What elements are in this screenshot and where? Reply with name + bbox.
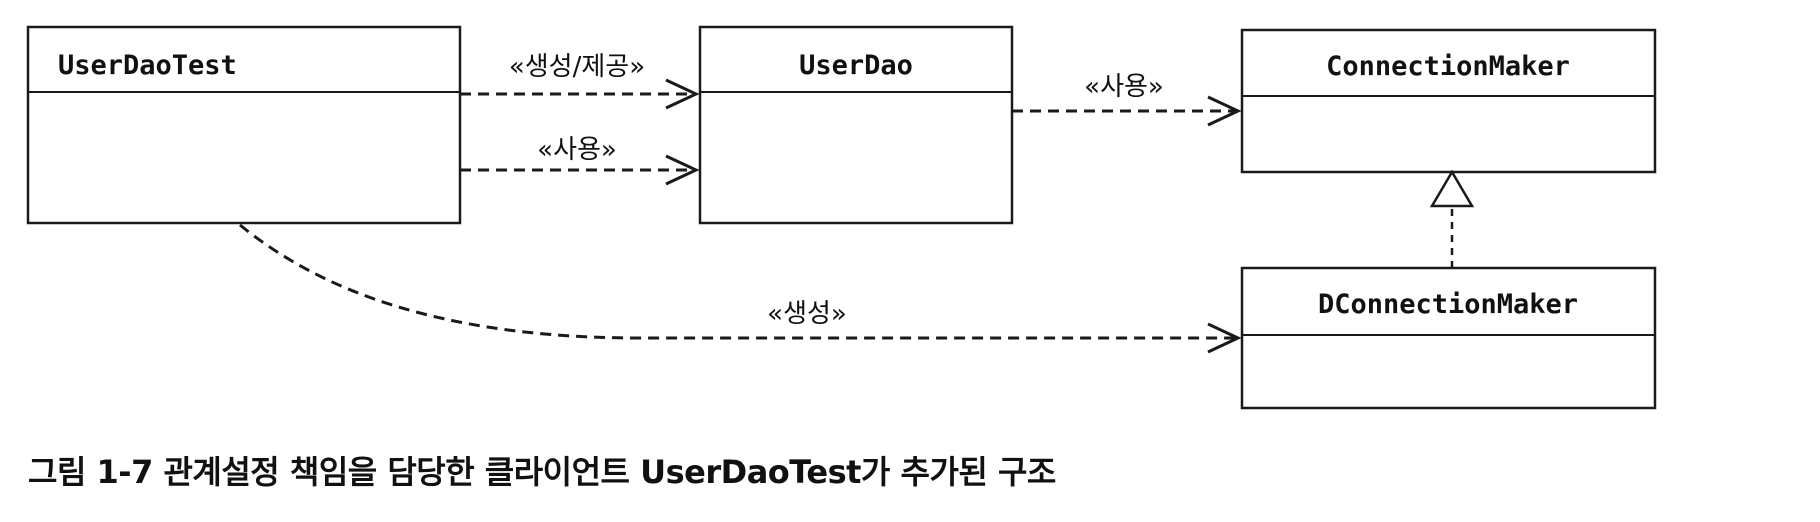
figure-caption: 그림 1-7 관계설정 책임을 담당한 클라이언트 UserDaoTest가 추… [28,453,1056,491]
arrowhead [665,78,700,110]
class-name-user-dao: UserDao [799,50,913,81]
class-name-d-connection-maker: DConnectionMaker [1318,289,1578,320]
stereotype-label: «생성/제공» [509,52,645,82]
stereotype-label: «사용» [537,135,617,165]
dependency-line [239,223,1236,340]
arrowhead [1207,322,1242,354]
arrowhead [1207,95,1242,127]
class-box-d-connection-maker: DConnectionMaker [1240,266,1657,410]
realization-d-connection-to-connection [1429,169,1475,268]
class-box-frame [1240,266,1657,410]
class-box-user-dao-test: UserDaoTest [26,25,462,225]
class-box-frame [698,25,1014,225]
stereotype-label: «사용» [1084,72,1164,102]
class-box-frame [1240,28,1657,174]
realization-triangle-icon [1429,169,1475,208]
relation-test-to-dconnection-create: «생성» [239,223,1242,354]
arrowhead [665,154,700,186]
relation-dao-to-connection-use: «사용» [1012,72,1242,127]
relation-test-to-dao-create: «생성/제공» [460,52,700,110]
stereotype-label: «생성» [767,299,847,329]
class-name-connection-maker: ConnectionMaker [1326,51,1570,82]
relation-test-to-dao-use: «사용» [460,135,700,186]
class-box-connection-maker: ConnectionMaker [1240,28,1657,174]
class-name-user-dao-test: UserDaoTest [58,50,237,81]
class-box-user-dao: UserDao [698,25,1014,225]
class-diagram: UserDaoTest UserDao ConnectionMaker DCon… [26,25,1657,410]
class-box-frame [26,25,462,225]
